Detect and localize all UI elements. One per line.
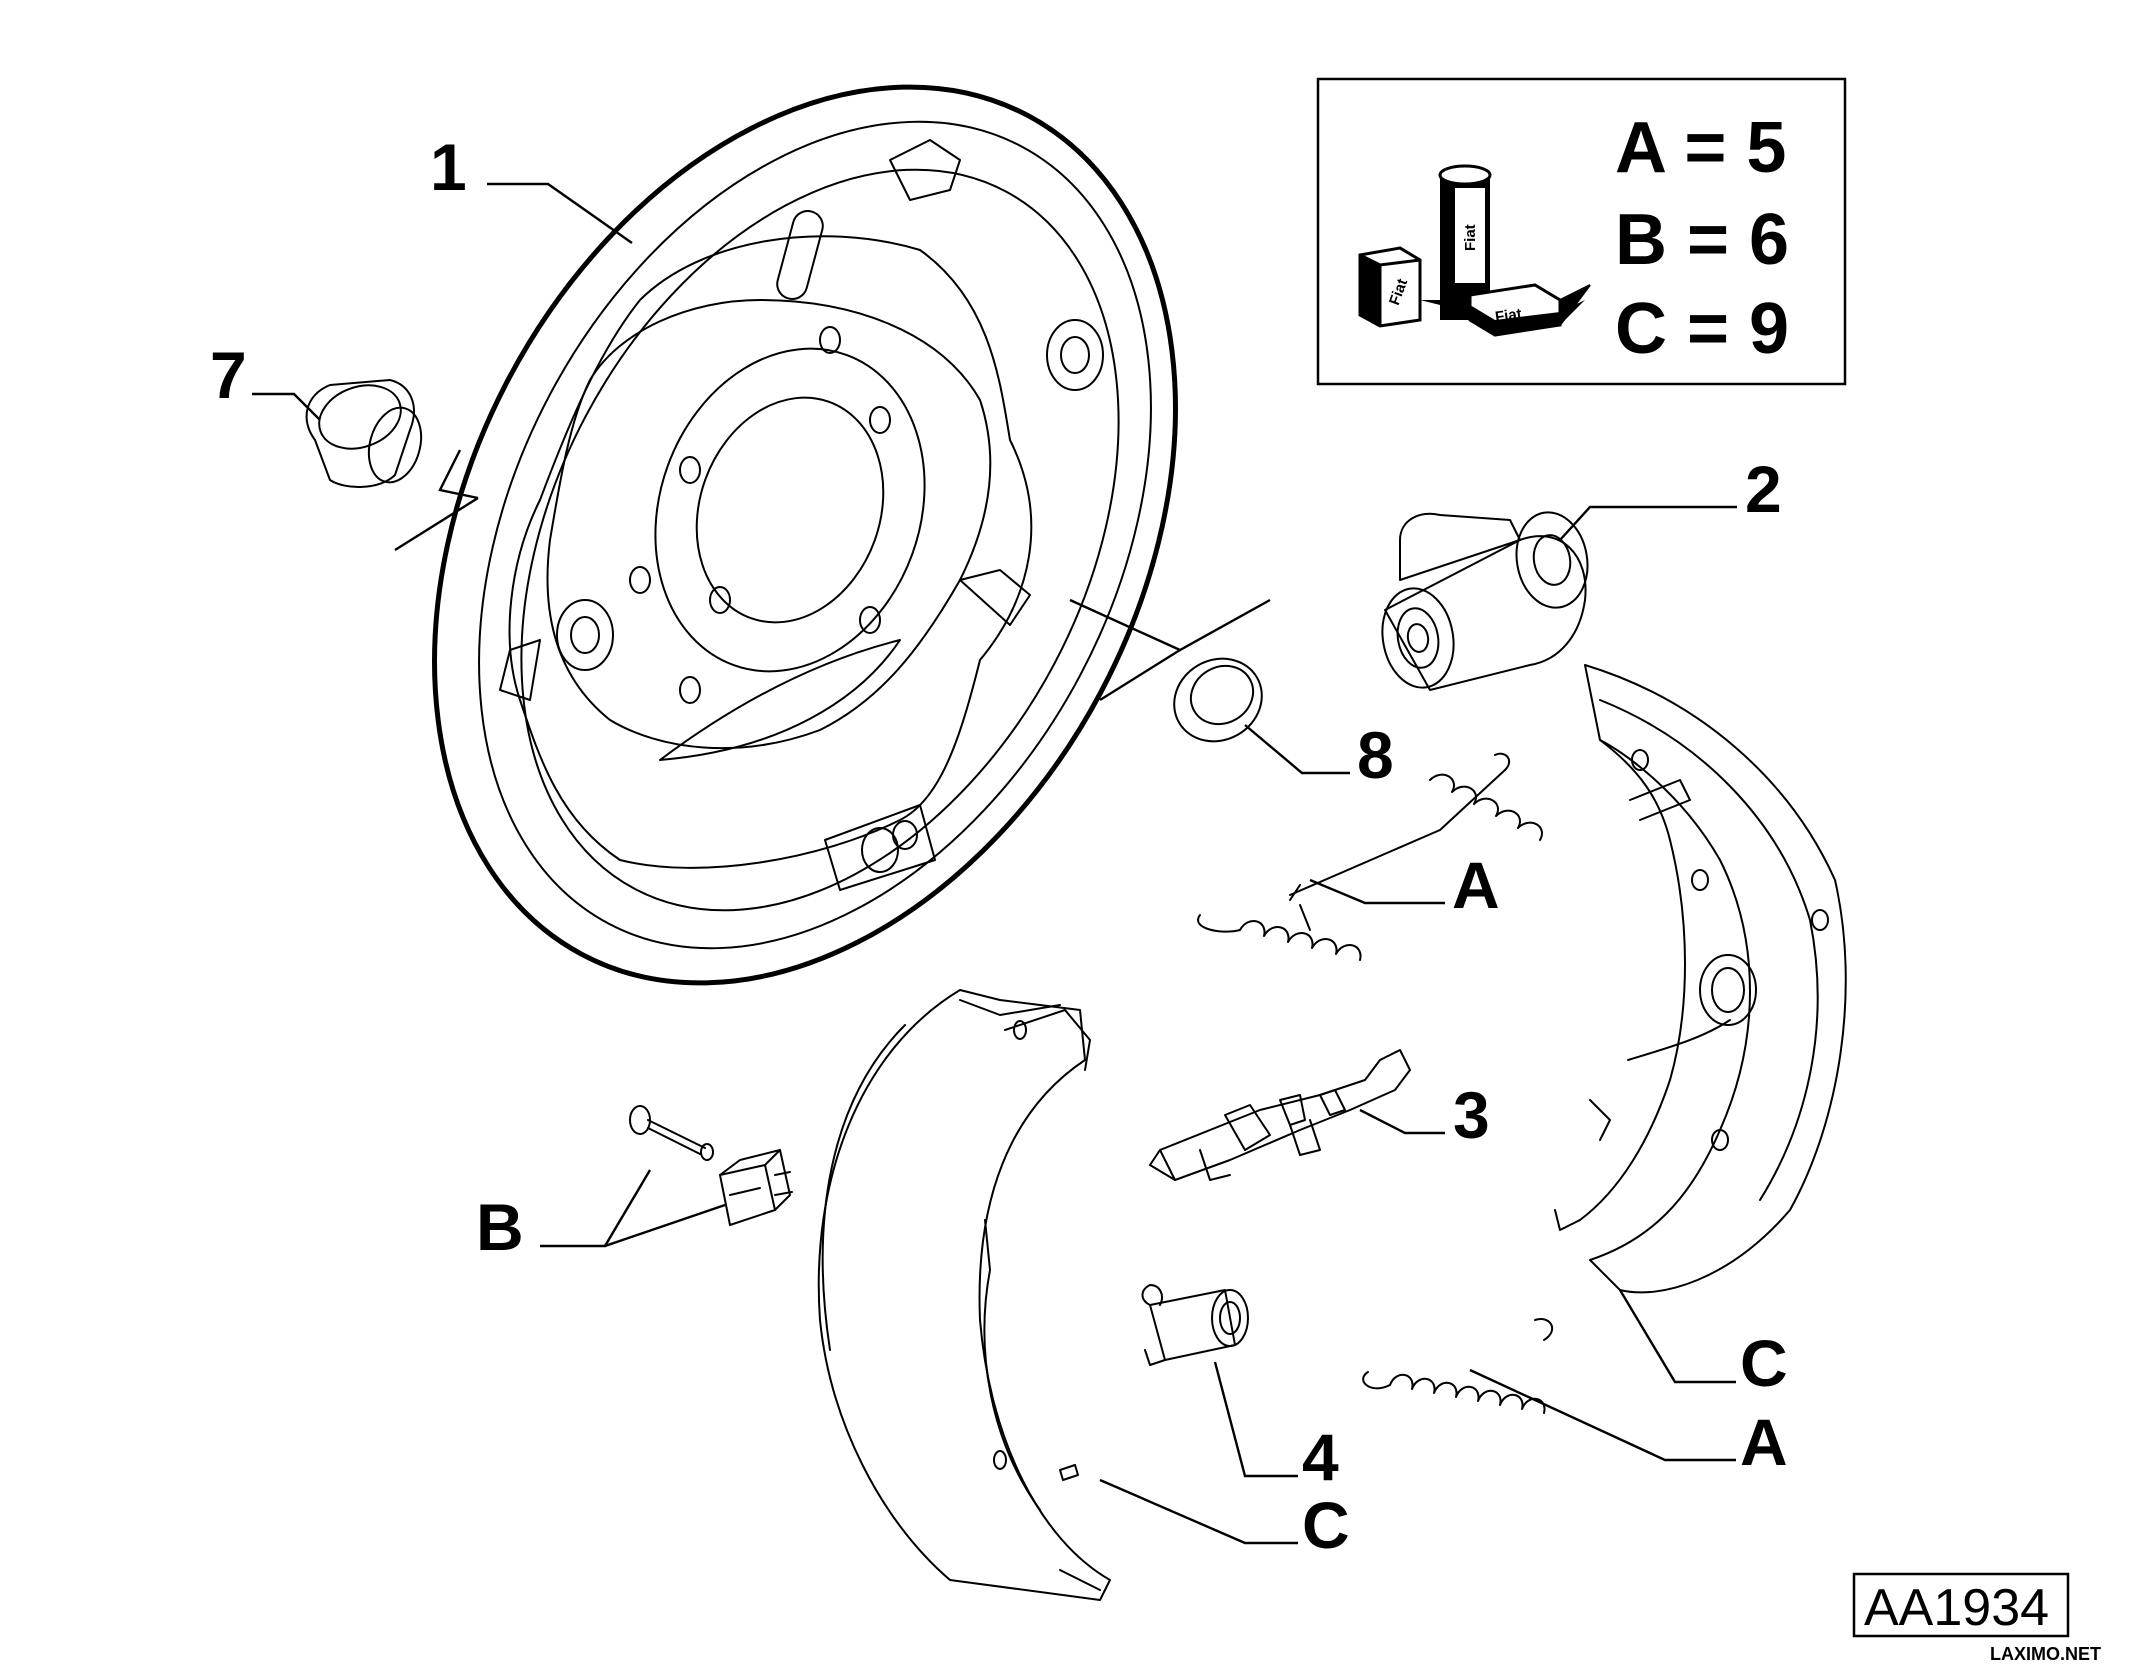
callout-3: 3 xyxy=(1453,1078,1490,1152)
kit-brand-label-can: Fiat xyxy=(1462,224,1479,251)
callout-4: 4 xyxy=(1302,1420,1339,1494)
callout-2: 2 xyxy=(1745,452,1782,526)
callout-8: 8 xyxy=(1357,718,1394,792)
fiat-parts-kit-icon: Fiat Fiat Fiat xyxy=(1358,164,1591,337)
legend-row-B: B = 6 xyxy=(1615,200,1789,280)
callout-7: 7 xyxy=(210,338,247,412)
watermark: LAXIMO.NET xyxy=(1990,1644,2101,1664)
sleeve-part-4 xyxy=(1141,1284,1249,1366)
legend-row-C: C = 9 xyxy=(1615,289,1789,369)
brake-shoe-C-right xyxy=(1554,664,1847,1294)
callout-1: 1 xyxy=(430,130,467,204)
wheel-cylinder-part-2 xyxy=(1381,511,1589,691)
kit-brand-label-box: Fiat xyxy=(1494,305,1523,326)
spring-with-rod-A-upper xyxy=(1197,752,1543,961)
callout-A-lower: A xyxy=(1740,1405,1788,1479)
rubber-plug-part-7 xyxy=(305,379,423,488)
diagram-code: AA1934 xyxy=(1864,1579,2049,1637)
seal-ring-part-8 xyxy=(1173,657,1263,743)
callout-C-right: C xyxy=(1740,1326,1788,1400)
legend-row-A: A = 5 xyxy=(1615,108,1786,188)
leader-lines xyxy=(252,182,1737,1545)
callout-B: B xyxy=(476,1190,524,1264)
spring-clip-B xyxy=(719,1149,793,1226)
adjuster-part-3 xyxy=(1149,1049,1411,1181)
diagram-code-box: AA1934 xyxy=(1852,1572,2070,1638)
backing-plate xyxy=(432,84,1178,986)
return-spring-A-lower xyxy=(1362,1318,1554,1414)
brake-shoe-C-left xyxy=(817,989,1111,1601)
hold-down-pin-B xyxy=(629,1105,714,1161)
callout-A-upper: A xyxy=(1452,848,1500,922)
callout-C-left: C xyxy=(1302,1488,1350,1562)
kit-legend: Fiat Fiat Fiat A = 5 B = 6 C = 9 xyxy=(1316,77,1847,386)
